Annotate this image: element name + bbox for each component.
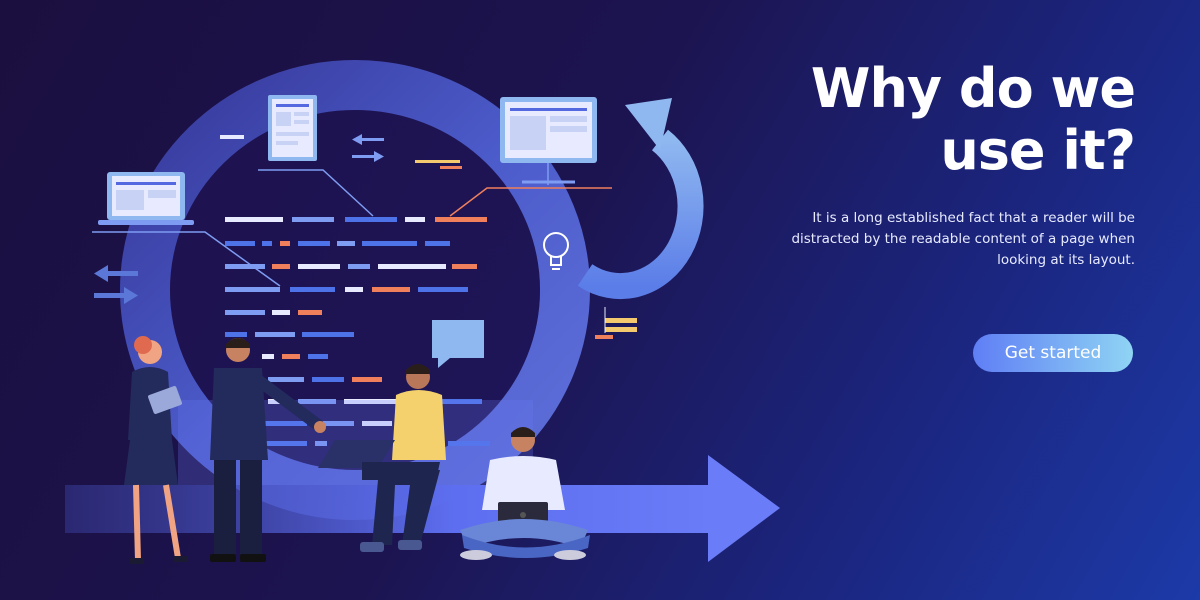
woman-with-tablet — [124, 336, 188, 564]
document-icon — [268, 95, 317, 161]
monitor-icon — [500, 97, 597, 163]
left-arrows-icon — [94, 265, 138, 304]
hero-headline: Why do we use it? — [810, 57, 1136, 182]
hero-description: It is a long established fact that a rea… — [791, 210, 1135, 268]
arrows-icon — [352, 134, 384, 162]
cycle-arrow-icon — [577, 98, 704, 300]
laptop-icon — [98, 172, 194, 225]
yellow-marks — [415, 160, 637, 339]
get-started-button[interactable]: Get started — [973, 334, 1133, 372]
connector-lines — [92, 163, 612, 287]
man-sitting-cross-legged — [460, 427, 590, 560]
chat-bubble-icon — [432, 320, 484, 368]
code-lines — [225, 217, 490, 446]
man-with-laptop — [318, 364, 446, 552]
lightbulb-icon — [543, 232, 569, 270]
teamwork-illustration — [65, 60, 780, 564]
dash-mark — [220, 135, 244, 139]
man-pointing — [210, 338, 326, 562]
